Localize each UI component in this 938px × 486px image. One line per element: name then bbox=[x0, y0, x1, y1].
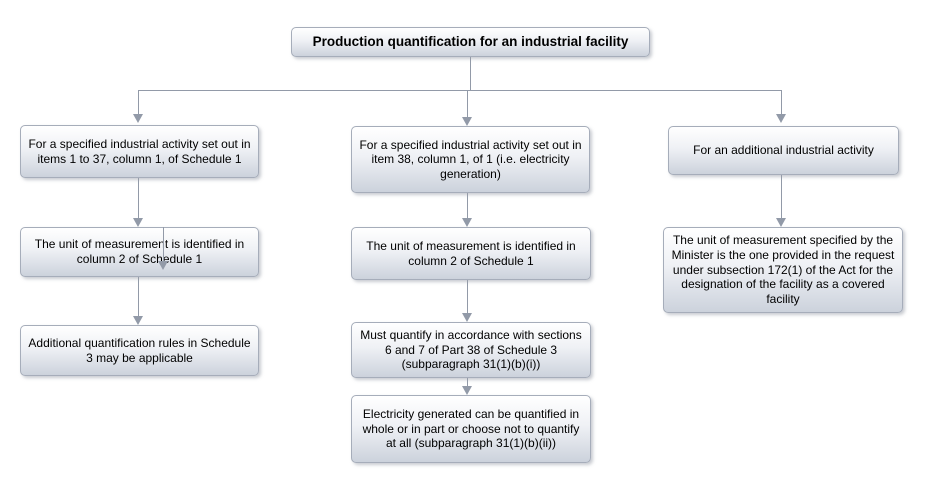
arrowhead-down-icon bbox=[133, 316, 143, 325]
connector-middle-3-4 bbox=[467, 378, 468, 386]
arrowhead-down-icon bbox=[776, 114, 786, 123]
connector-middle-2-3 bbox=[467, 280, 468, 313]
arrowhead-down-icon bbox=[462, 386, 472, 395]
arrowhead-down-icon bbox=[133, 218, 143, 227]
flow-node-title: Production quantification for an industr… bbox=[291, 27, 650, 57]
connector-left-2-3 bbox=[138, 277, 139, 316]
connector-title-stem bbox=[470, 57, 471, 90]
arrowhead-down-icon bbox=[133, 114, 143, 123]
flow-node-left-2: The unit of measurement is identified in… bbox=[20, 227, 259, 277]
connector-left-stray bbox=[163, 227, 164, 261]
flow-node-middle-1: For a specified industrial activity set … bbox=[351, 126, 590, 193]
arrowhead-down-icon bbox=[158, 261, 168, 270]
connector-left-1-2 bbox=[138, 178, 139, 218]
flow-node-left-1: For a specified industrial activity set … bbox=[20, 125, 259, 178]
arrowhead-down-icon bbox=[462, 313, 472, 322]
connector-right-1-2 bbox=[781, 175, 782, 218]
connector-branch-left bbox=[138, 90, 139, 114]
flow-node-right-1: For an additional industrial activity bbox=[668, 126, 899, 175]
connector-branch-right bbox=[781, 90, 782, 114]
flow-node-left-3: Additional quantification rules in Sched… bbox=[20, 325, 259, 376]
arrowhead-down-icon bbox=[776, 218, 786, 227]
flow-node-middle-2: The unit of measurement is identified in… bbox=[351, 227, 591, 280]
connector-branch-middle bbox=[467, 90, 468, 117]
flow-node-right-2: The unit of measurement specified by the… bbox=[663, 227, 903, 313]
flow-node-middle-4: Electricity generated can be quantified … bbox=[351, 395, 591, 463]
arrowhead-down-icon bbox=[462, 117, 472, 126]
connector-branch-bar bbox=[138, 90, 781, 91]
flow-node-middle-3: Must quantify in accordance with section… bbox=[351, 322, 591, 378]
connector-middle-1-2 bbox=[467, 193, 468, 218]
arrowhead-down-icon bbox=[462, 218, 472, 227]
